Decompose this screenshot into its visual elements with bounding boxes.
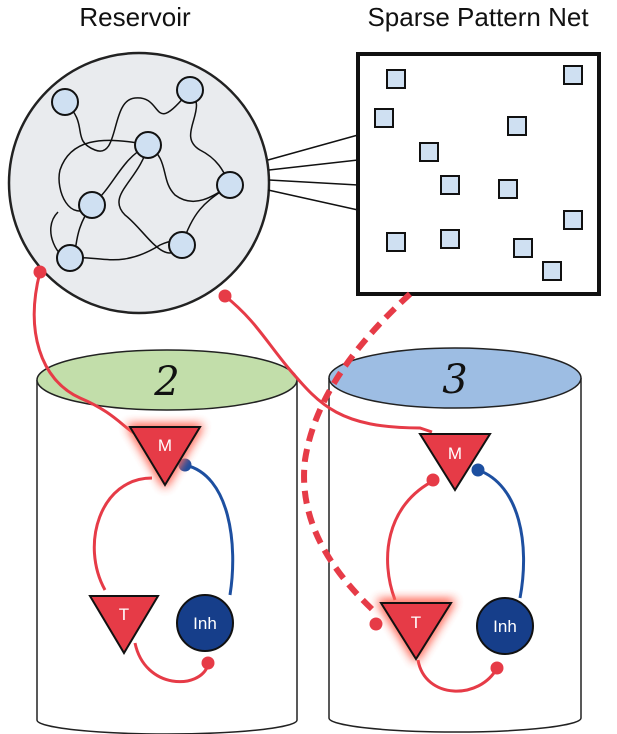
t-neuron-3-label: T bbox=[411, 613, 421, 632]
reservoir-title: Reservoir bbox=[79, 2, 191, 32]
column-3: 3 bbox=[328, 347, 582, 733]
sparse-net-box bbox=[356, 52, 601, 296]
sparse-unit bbox=[440, 229, 460, 249]
excitatory-loop-m-t-2 bbox=[92, 476, 153, 591]
synapse-dot bbox=[369, 617, 383, 631]
sparse-unit bbox=[563, 210, 583, 230]
reservoir-node bbox=[78, 191, 106, 219]
reservoir-projections bbox=[32, 271, 433, 439]
column-2-label: 2 bbox=[153, 359, 179, 405]
column-3-circuit: M T Inh bbox=[369, 433, 534, 693]
inh-neuron-3-label: Inh bbox=[493, 617, 517, 636]
reservoir-node bbox=[56, 244, 84, 272]
sparse-units bbox=[374, 65, 583, 281]
sparse-unit bbox=[507, 116, 527, 136]
column-3-body bbox=[328, 378, 582, 733]
synapse-dot bbox=[471, 463, 485, 477]
m-neuron-2 bbox=[128, 426, 202, 487]
sparse-unit bbox=[386, 69, 406, 89]
synapse-dot bbox=[201, 656, 215, 670]
reservoir bbox=[7, 51, 271, 315]
reservoir-node bbox=[176, 76, 204, 104]
inh-neuron-2 bbox=[176, 594, 234, 652]
t-neuron-2-label: T bbox=[119, 605, 129, 624]
sparse-unit bbox=[513, 238, 533, 258]
sparse-unit bbox=[419, 142, 439, 162]
synapse-dot bbox=[218, 289, 232, 303]
inhibitory-inh-m-2 bbox=[184, 463, 235, 596]
inhibitory-inh-m-3 bbox=[477, 468, 526, 599]
excitatory-t-inh-3 bbox=[416, 659, 499, 693]
sparse-unit bbox=[542, 261, 562, 281]
synapse-dot bbox=[178, 458, 192, 472]
inh-neuron-2-label: Inh bbox=[193, 614, 217, 633]
reservoir-node bbox=[216, 171, 244, 199]
reservoir-nodes bbox=[51, 76, 244, 272]
sparse-unit bbox=[498, 179, 518, 199]
column-2-circuit: M T Inh bbox=[88, 425, 235, 684]
synapse-dot bbox=[426, 473, 440, 487]
sparse-unit bbox=[563, 65, 583, 85]
sparse-pattern-net bbox=[356, 52, 601, 296]
reservoir-node bbox=[134, 131, 162, 159]
sparse-unit bbox=[386, 232, 406, 252]
synapse-dot bbox=[490, 661, 504, 675]
reservoir-node bbox=[51, 88, 79, 116]
reservoir-to-m3 bbox=[224, 294, 433, 434]
m-neuron-2-label: M bbox=[158, 436, 172, 455]
column-3-cap bbox=[328, 347, 582, 409]
inh-neuron-3 bbox=[476, 597, 534, 655]
sparse-pattern-net-title: Sparse Pattern Net bbox=[367, 2, 589, 32]
t-neuron-3 bbox=[379, 602, 453, 661]
sparse-to-t3-dashed bbox=[301, 291, 413, 615]
synapse-dot bbox=[33, 265, 47, 279]
m-neuron-3-label: M bbox=[448, 444, 462, 463]
reservoir-node bbox=[168, 231, 196, 259]
reservoir-to-sparse-connections bbox=[267, 134, 359, 211]
reservoir-to-m2 bbox=[32, 271, 144, 439]
sparse-unit bbox=[374, 108, 394, 128]
excitatory-t-inh-2 bbox=[133, 642, 210, 684]
column-3-label: 3 bbox=[442, 357, 467, 403]
m-neuron-3 bbox=[418, 433, 492, 492]
column-2: 2 bbox=[36, 349, 298, 734]
excitatory-loop-m-t-3 bbox=[386, 478, 436, 601]
sparse-unit bbox=[440, 175, 460, 195]
t-neuron-2 bbox=[88, 595, 160, 655]
